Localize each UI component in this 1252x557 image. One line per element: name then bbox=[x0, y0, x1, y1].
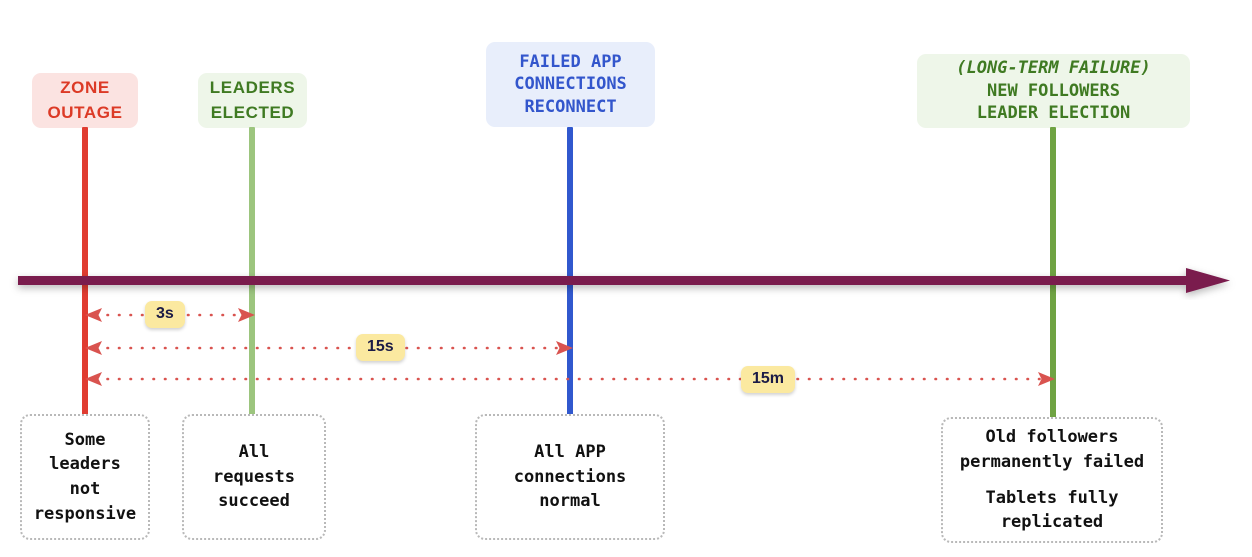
event-line-new-followers-leader-election bbox=[1050, 127, 1056, 421]
outcome-box-failed-app-connections: All APP connections normal bbox=[475, 414, 665, 540]
event-label-failed-app-connections-text: FAILED APP CONNECTIONS RECONNECT bbox=[514, 51, 627, 117]
duration-3s-value: 3s bbox=[156, 305, 174, 322]
duration-15m-arrow bbox=[82, 367, 1058, 391]
duration-3s-badge: 3s bbox=[145, 301, 185, 328]
duration-15s-value: 15s bbox=[367, 338, 394, 355]
outcome-box-failed-app-connections-text: All APP connections normal bbox=[513, 442, 627, 512]
duration-15m-value: 15m bbox=[752, 370, 785, 387]
outcome-box-leaders-elected: All requests succeed bbox=[182, 414, 326, 540]
outcome-box-old-followers-text: Old followers permanently failed bbox=[959, 427, 1145, 472]
duration-15m-badge: 15m bbox=[741, 366, 796, 393]
outcome-box-new-followers-leader-election: Old followers permanently failed Tablets… bbox=[941, 417, 1163, 543]
time-axis bbox=[0, 252, 1252, 300]
event-label-new-followers-text: NEW FOLLOWERS LEADER ELECTION bbox=[976, 80, 1131, 124]
duration-15s-arrow bbox=[82, 336, 576, 360]
event-label-zone-outage: ZONE OUTAGE bbox=[32, 73, 138, 128]
event-line-leaders-elected bbox=[249, 127, 255, 421]
duration-15s-badge: 15s bbox=[356, 334, 405, 361]
event-label-leaders-elected: LEADERS ELECTED bbox=[198, 73, 307, 128]
outcome-box-tablets-replicated-text: Tablets fully replicated bbox=[985, 487, 1119, 533]
event-label-new-followers-leader-election: (LONG-TERM FAILURE) NEW FOLLOWERS LEADER… bbox=[917, 54, 1190, 128]
event-label-zone-outage-text: ZONE OUTAGE bbox=[47, 78, 123, 122]
outcome-box-leaders-elected-text: All requests succeed bbox=[213, 442, 295, 512]
event-line-failed-app-connections bbox=[567, 127, 573, 421]
duration-3s-arrow bbox=[82, 303, 258, 327]
event-label-leaders-elected-text: LEADERS ELECTED bbox=[209, 78, 296, 122]
outcome-box-zone-outage-text: Some leaders not responsive bbox=[33, 429, 137, 524]
outcome-box-zone-outage: Some leaders not responsive bbox=[20, 414, 150, 540]
event-label-long-term-failure-text: (LONG-TERM FAILURE) bbox=[956, 58, 1151, 79]
event-label-failed-app-connections: FAILED APP CONNECTIONS RECONNECT bbox=[486, 42, 655, 127]
event-line-zone-outage bbox=[82, 127, 88, 421]
